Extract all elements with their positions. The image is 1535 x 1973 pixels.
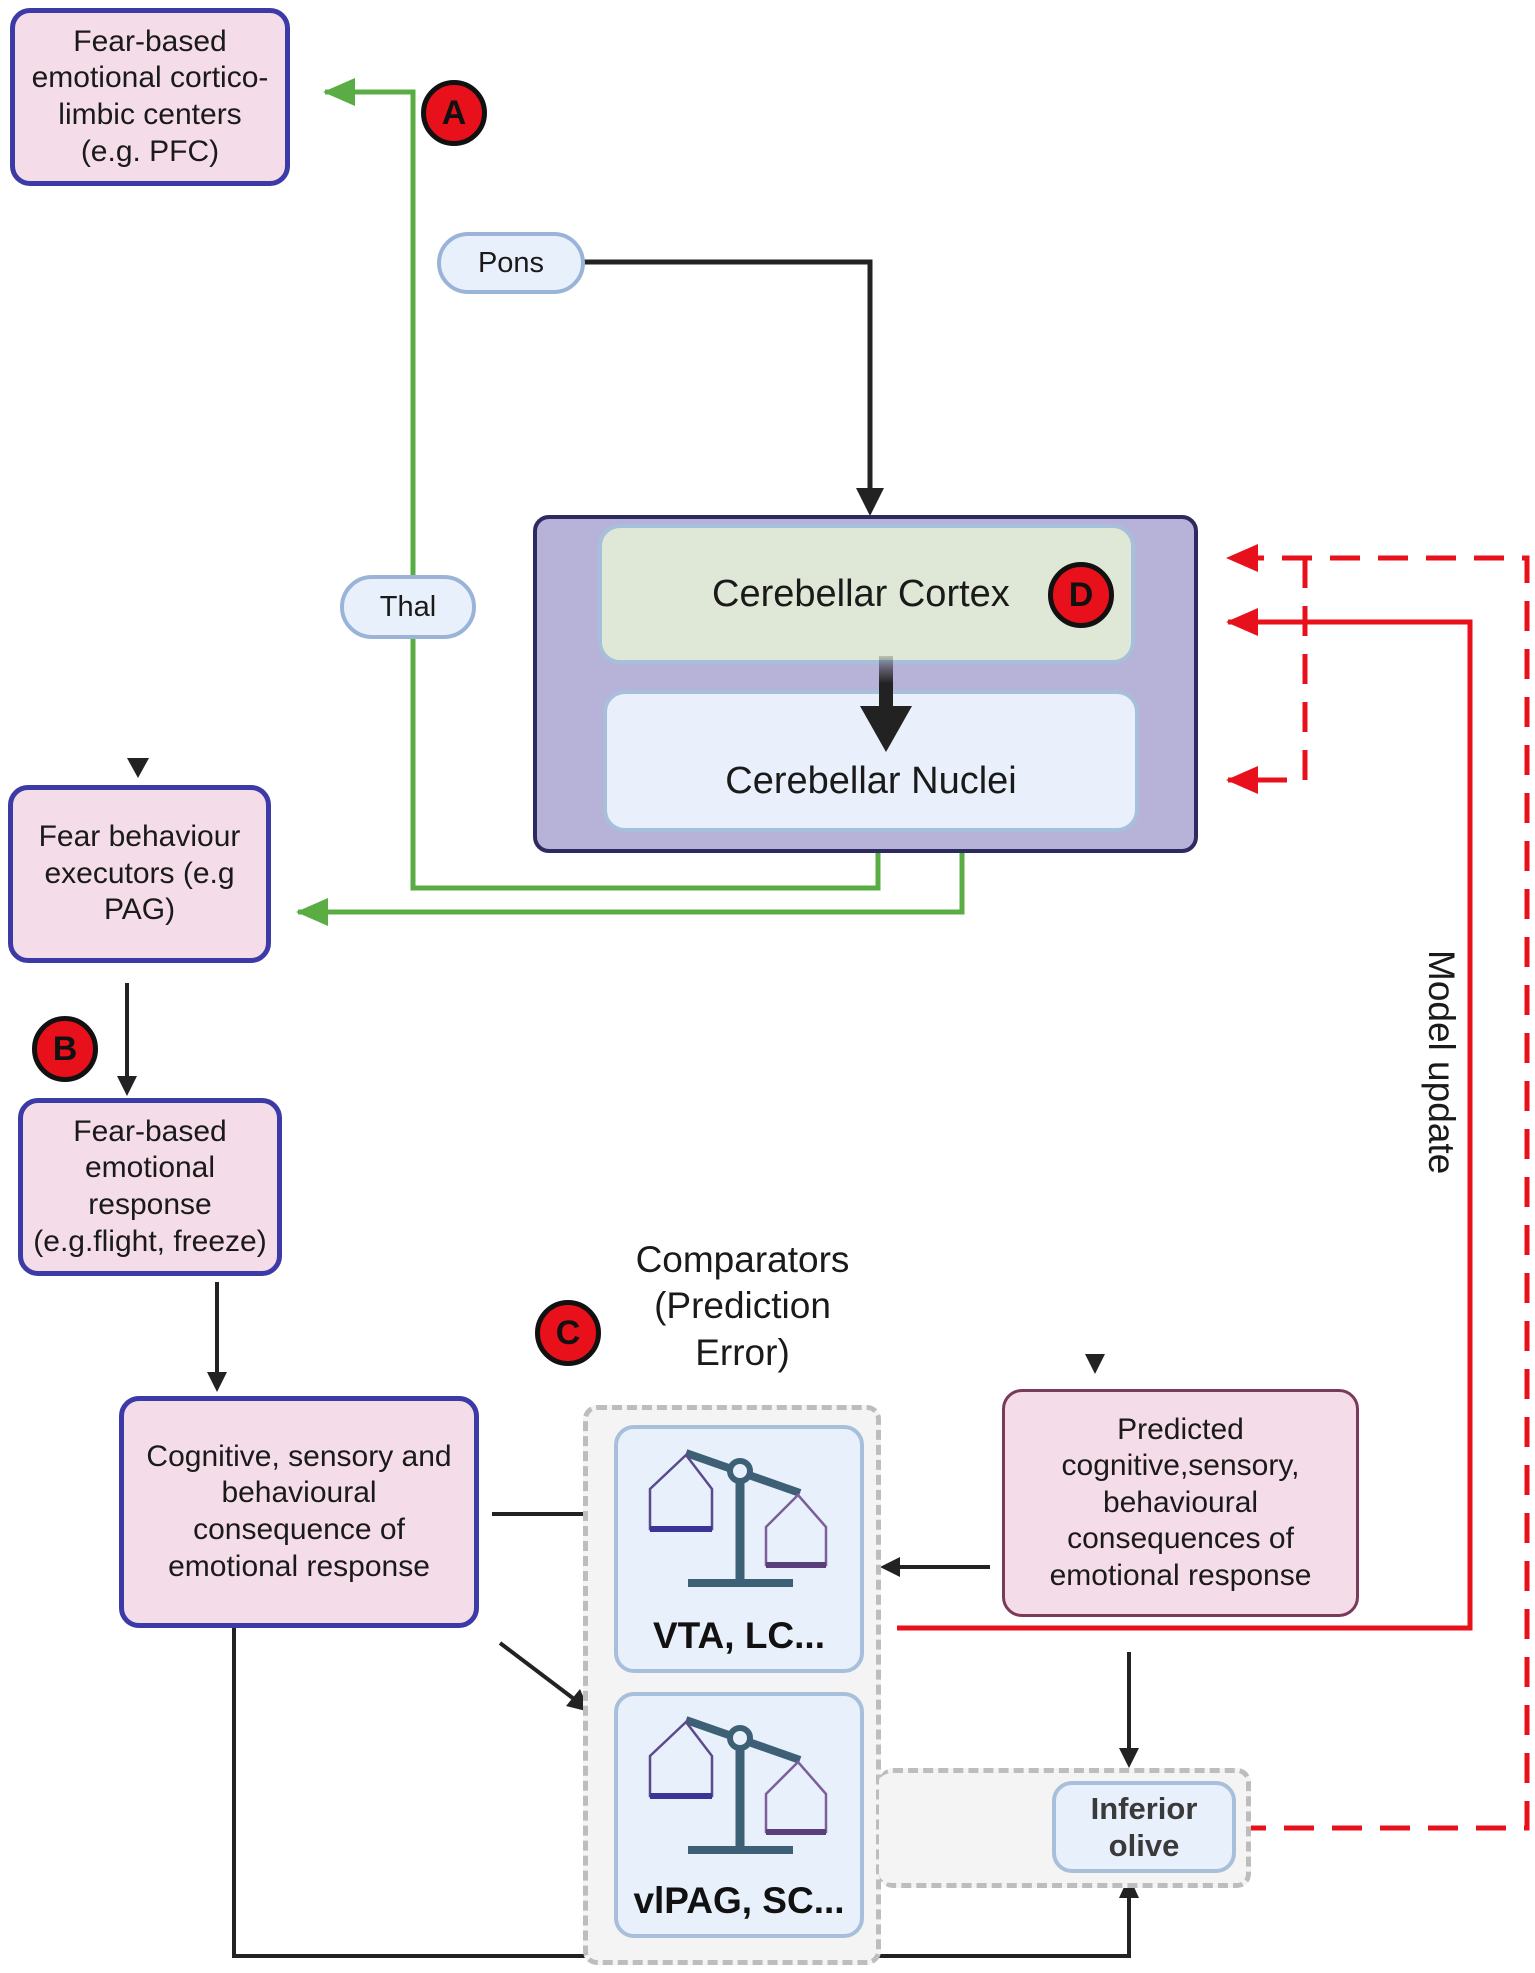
cerebellar-cortex-node: Cerebellar Cortex bbox=[598, 524, 1135, 664]
response-to-consequence-arrow bbox=[207, 1282, 227, 1392]
pons-pathway bbox=[145, 259, 884, 516]
predicted-to-comparator-arrow bbox=[880, 1557, 990, 1577]
fear-executors-label: Fear behaviour executors (e.g PAG) bbox=[38, 820, 241, 927]
fear-response-label: Fear-based emotional response (e.g.fligh… bbox=[33, 1114, 267, 1258]
fear-centers-label: Fear-based emotional cortico-limbic cent… bbox=[31, 24, 269, 168]
comparator-vta-lc: VTA, LC... bbox=[614, 1425, 864, 1673]
thal-node: Thal bbox=[340, 575, 476, 639]
model-update-label: Model update bbox=[1421, 950, 1462, 1175]
inferior-olive-node: Inferior olive bbox=[1052, 1781, 1236, 1873]
comparator-vta-lc-label: VTA, LC... bbox=[653, 1615, 825, 1656]
centers-to-executors-arrow bbox=[127, 215, 149, 778]
cerebellar-cortex-label: Cerebellar Cortex bbox=[712, 572, 1010, 615]
balance-scale-icon bbox=[648, 1449, 828, 1587]
badge-d: D bbox=[1048, 562, 1114, 628]
pons-label: Pons bbox=[477, 246, 545, 279]
cognitive-consequence-label: Cognitive, sensory and behavioural conse… bbox=[146, 1439, 452, 1583]
cortex-to-nuclei-arrow bbox=[860, 656, 912, 752]
fear-executors-node: Fear behaviour executors (e.g PAG) bbox=[8, 785, 271, 963]
cognitive-consequence-node: Cognitive, sensory and behavioural conse… bbox=[119, 1396, 479, 1628]
model-update-pathway bbox=[897, 608, 1473, 1631]
comparator-vlpag-sc-label: vlPAG, SC... bbox=[633, 1880, 845, 1921]
fear-centers-node: Fear-based emotional cortico-limbic cent… bbox=[10, 8, 290, 186]
nuclei-to-predicted-arrow bbox=[1085, 866, 1105, 1374]
badge-c: C bbox=[535, 1300, 601, 1366]
executors-to-response-arrow bbox=[117, 983, 137, 1096]
comparators-title: Comparators (Prediction Error) bbox=[635, 1239, 850, 1373]
predicted-to-olive-arrow bbox=[1119, 1652, 1139, 1768]
badge-a: A bbox=[421, 80, 487, 146]
green-output-pathway bbox=[296, 78, 965, 926]
predicted-consequences-label: Predicted cognitive,sensory, behavioural… bbox=[1049, 1412, 1312, 1592]
pons-node: Pons bbox=[437, 232, 585, 294]
comparator-vlpag-sc: vlPAG, SC... bbox=[614, 1692, 864, 1938]
inferior-olive-label: Inferior olive bbox=[1090, 1790, 1198, 1863]
predicted-consequences-node: Predicted cognitive,sensory, behavioural… bbox=[1002, 1389, 1359, 1617]
badge-b: B bbox=[32, 1016, 98, 1082]
fear-response-node: Fear-based emotional response (e.g.fligh… bbox=[18, 1098, 282, 1276]
cerebellar-nuclei-label: Cerebellar Nuclei bbox=[725, 759, 1017, 802]
balance-scale-icon bbox=[648, 1716, 828, 1854]
thal-label: Thal bbox=[379, 590, 437, 623]
